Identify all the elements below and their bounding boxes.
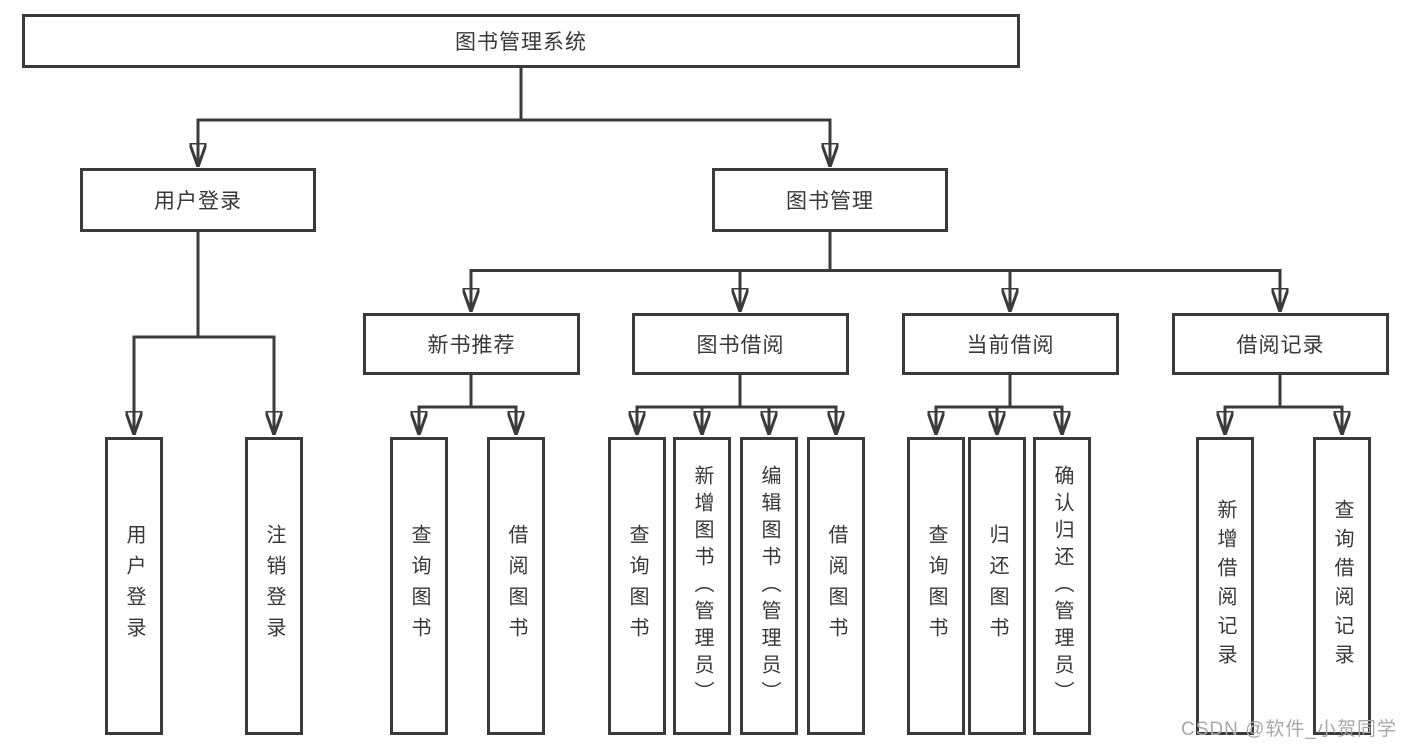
leaf-label: 借阅图书 <box>505 524 527 648</box>
node-label: 图书管理系统 <box>455 31 587 54</box>
leaf-edit-books-admin: 编辑图书（管理员） <box>740 437 798 735</box>
leaf-query-borrow-record: 查询借阅记录 <box>1313 437 1371 735</box>
node-current-borrowing: 当前借阅 <box>902 313 1119 375</box>
node-user-login: 用户登录 <box>80 168 316 232</box>
leaf-label: 借阅图书 <box>825 524 847 648</box>
leaf-label: 查询借阅记录 <box>1331 499 1353 673</box>
node-new-book-recommend: 新书推荐 <box>363 313 580 375</box>
leaf-query-books-borrowing: 查询图书 <box>608 437 666 735</box>
leaf-label: 归还图书 <box>986 524 1008 648</box>
leaf-label: 新增借阅记录 <box>1214 499 1236 673</box>
leaf-label: 查询图书 <box>408 524 430 648</box>
leaf-add-books-admin: 新增图书（管理员） <box>673 437 731 735</box>
node-borrowing-records: 借阅记录 <box>1172 313 1389 375</box>
leaf-query-books-current: 查询图书 <box>907 437 965 735</box>
leaf-label: 用户登录 <box>123 524 145 648</box>
leaf-label: 查询图书 <box>925 524 947 648</box>
leaf-label: 编辑图书（管理员） <box>758 464 780 708</box>
node-label: 借阅记录 <box>1236 334 1325 357</box>
leaf-borrow-books: 借阅图书 <box>807 437 865 735</box>
node-label: 用户登录 <box>154 190 242 213</box>
leaf-user-login: 用户登录 <box>105 437 163 735</box>
leaf-logout: 注销登录 <box>245 437 303 735</box>
leaf-return-books: 归还图书 <box>968 437 1026 735</box>
csdn-watermark: CSDN @软件_小贺同学 <box>1181 719 1397 740</box>
node-book-borrowing: 图书借阅 <box>632 313 849 375</box>
node-label: 图书管理 <box>786 190 874 213</box>
node-label: 图书借阅 <box>696 334 785 357</box>
leaf-borrow-books-recommend: 借阅图书 <box>487 437 545 735</box>
node-label: 当前借阅 <box>966 334 1055 357</box>
leaf-query-books-recommend: 查询图书 <box>390 437 448 735</box>
leaf-label: 查询图书 <box>626 524 648 648</box>
leaf-label: 确认归还（管理员） <box>1051 464 1073 708</box>
leaf-label: 新增图书（管理员） <box>691 464 713 708</box>
node-label: 新书推荐 <box>427 334 516 357</box>
leaf-label: 注销登录 <box>263 524 285 648</box>
leaf-confirm-return-admin: 确认归还（管理员） <box>1033 437 1091 735</box>
leaf-add-borrow-record: 新增借阅记录 <box>1196 437 1254 735</box>
node-root-library-system: 图书管理系统 <box>22 14 1020 68</box>
node-book-management: 图书管理 <box>712 168 948 232</box>
